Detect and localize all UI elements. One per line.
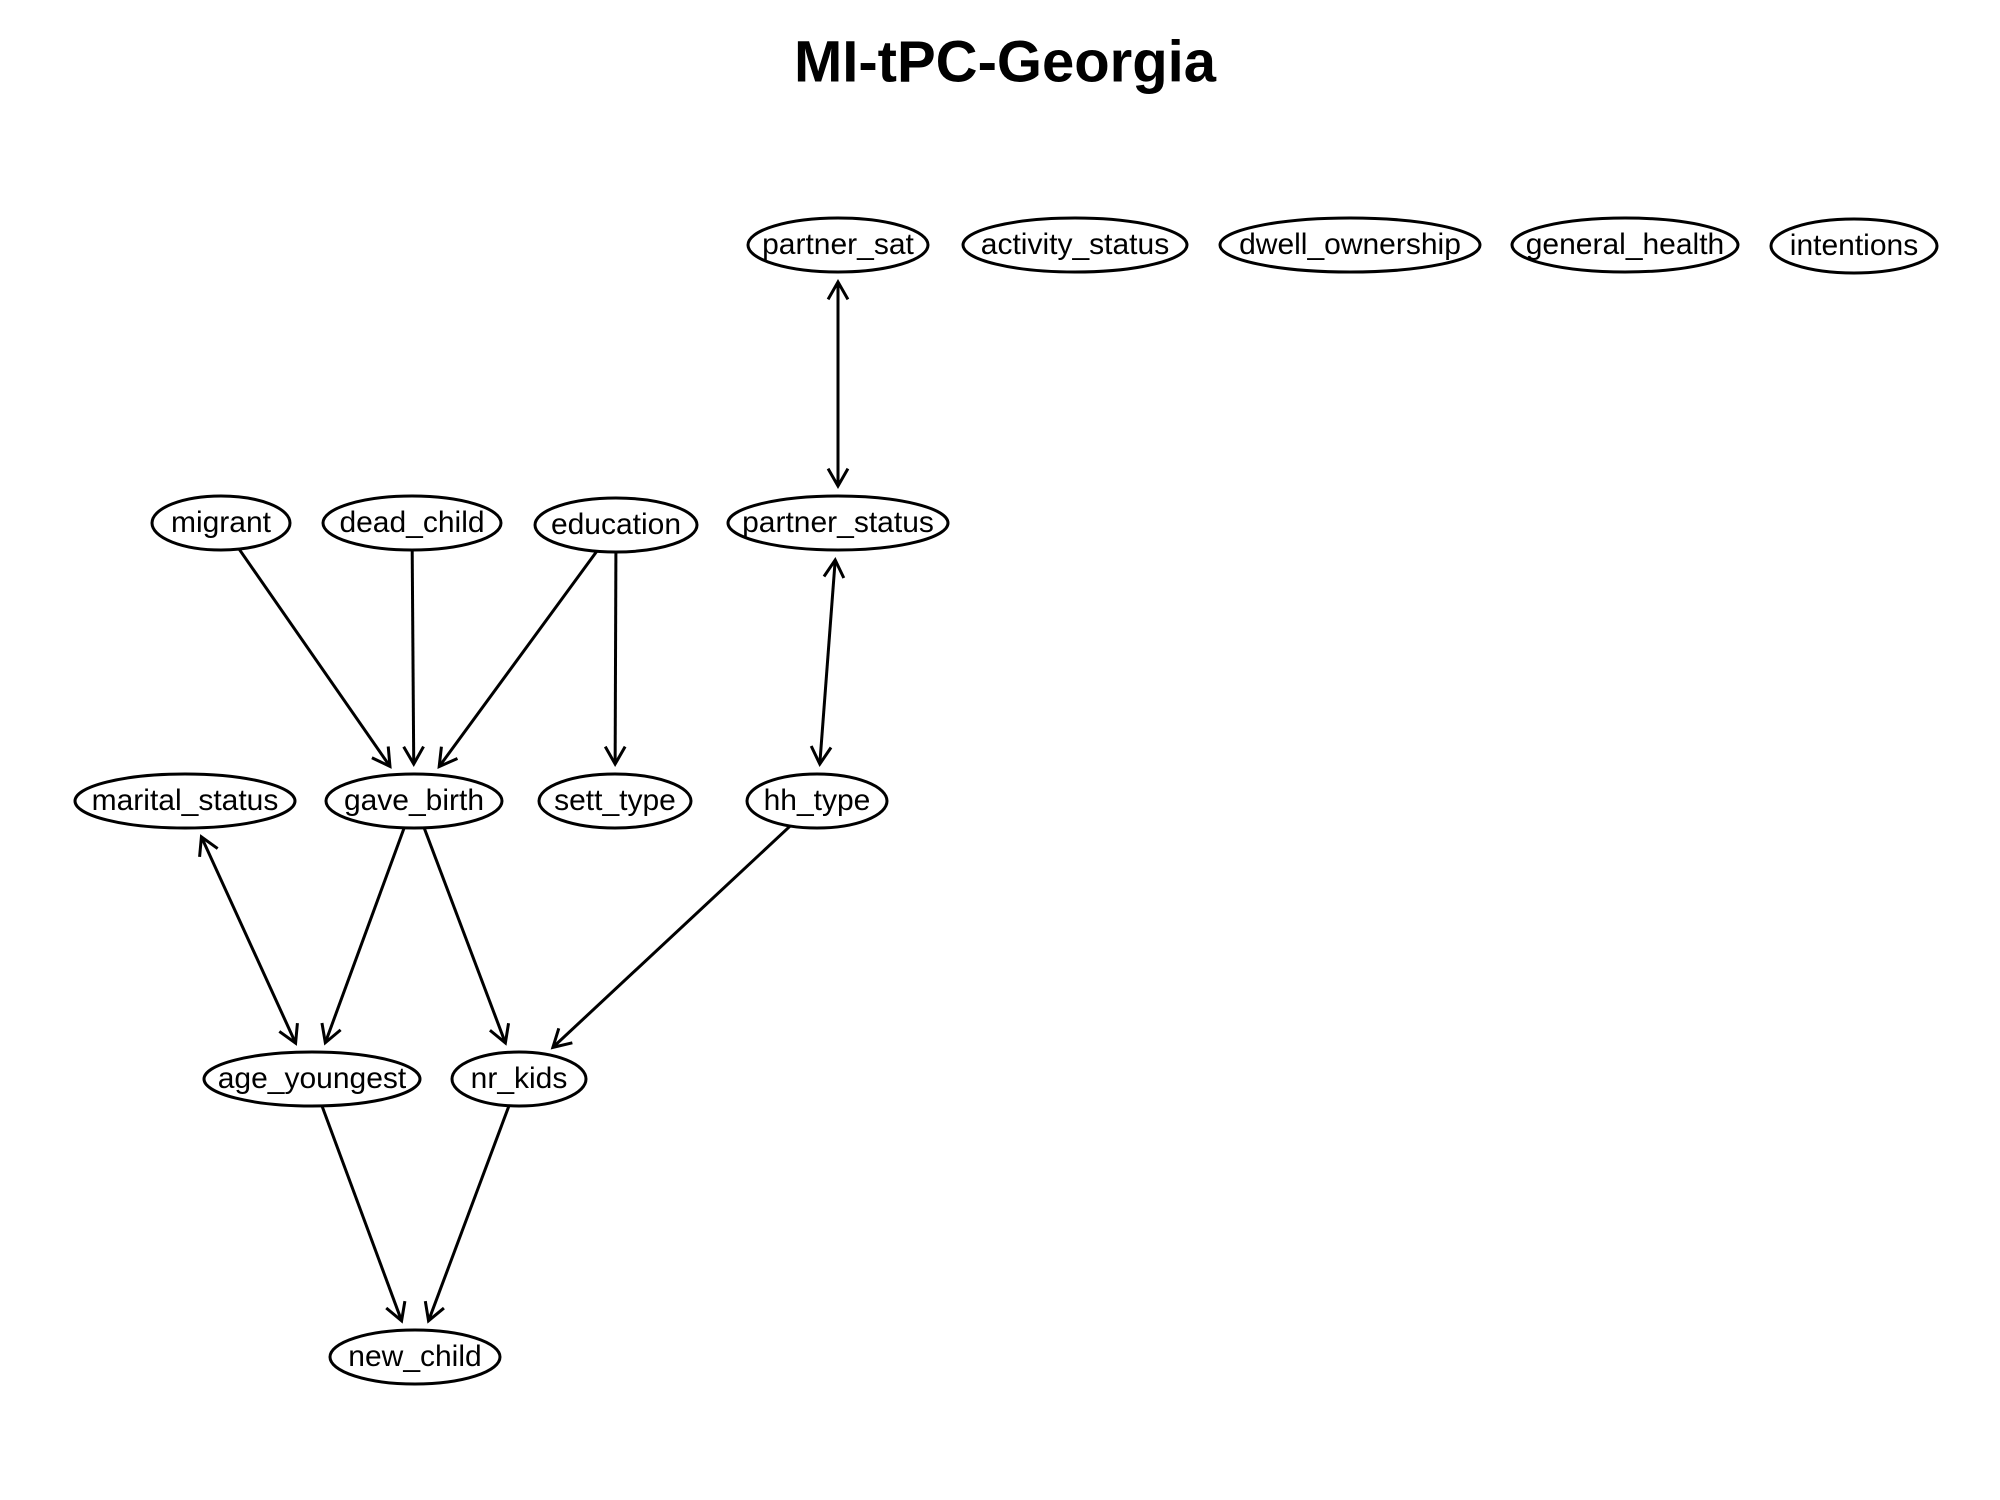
edge-dead-child-to-gave-birth [402, 549, 425, 768]
edge-migrant-to-gave-birth [237, 548, 392, 769]
node-migrant: migrant [150, 494, 292, 552]
edge-age-youngest-to-new-child [320, 1105, 407, 1324]
node-age-youngest: age_youngest [202, 1050, 422, 1108]
node-sett-type-label: sett_type [554, 784, 676, 817]
node-education: education [533, 496, 699, 554]
edge-marital-status-to-age-youngest-arrowhead-reverse [198, 834, 219, 857]
edge-education-to-gave-birth-line [437, 550, 599, 768]
node-nr-kids: nr_kids [450, 1050, 588, 1108]
edge-partner-sat-to-partner-status-arrowhead-reverse [826, 278, 850, 301]
edge-migrant-to-gave-birth-line [237, 548, 392, 768]
node-intentions-ellipse [1769, 217, 1939, 275]
edge-partner-status-to-hh-type-arrowhead-reverse [822, 556, 846, 579]
edges-layer [198, 278, 850, 1324]
node-dead-child: dead_child [321, 494, 503, 552]
node-activity-status-label: activity_status [981, 228, 1169, 261]
node-gave-birth-label: gave_birth [344, 784, 484, 817]
node-sett-type-ellipse [537, 772, 693, 830]
node-dwell-ownership-label: dwell_ownership [1239, 228, 1461, 261]
node-dead-child-label: dead_child [339, 506, 484, 539]
node-hh-type: hh_type [745, 772, 889, 830]
edge-education-to-sett-type-line [613, 551, 618, 765]
edge-hh-type-to-nr-kids-arrowhead [550, 1027, 573, 1050]
node-dwell-ownership-ellipse [1218, 216, 1482, 274]
edge-education-to-sett-type [603, 551, 627, 768]
node-partner-status-label: partner_status [742, 506, 934, 539]
edge-partner-sat-to-partner-status [826, 278, 850, 490]
node-migrant-ellipse [150, 494, 292, 552]
edge-gave-birth-to-nr-kids [422, 827, 511, 1046]
node-age-youngest-ellipse [202, 1050, 422, 1108]
edge-partner-status-to-hh-type [809, 556, 846, 768]
edge-partner-status-to-hh-type-line [818, 559, 837, 765]
edge-gave-birth-to-nr-kids-line [422, 827, 507, 1044]
edge-nr-kids-to-new-child-line [427, 1105, 511, 1322]
node-gave-birth-ellipse [324, 772, 504, 830]
node-partner-sat-ellipse [746, 216, 930, 274]
edge-gave-birth-to-age-youngest [320, 827, 406, 1046]
edge-dead-child-to-gave-birth-arrowhead [402, 745, 425, 768]
edge-hh-type-to-nr-kids-line [551, 824, 792, 1049]
node-general-health-label: general_health [1526, 228, 1725, 261]
node-activity-status: activity_status [961, 216, 1189, 274]
node-partner-status: partner_status [726, 494, 950, 552]
node-dwell-ownership: dwell_ownership [1218, 216, 1482, 274]
node-partner-sat: partner_sat [746, 216, 930, 274]
node-hh-type-label: hh_type [764, 784, 871, 817]
edge-gave-birth-to-nr-kids-arrowhead [489, 1022, 511, 1046]
node-dead-child-ellipse [321, 494, 503, 552]
edge-age-youngest-to-new-child-line [320, 1105, 403, 1322]
edge-marital-status-to-age-youngest [198, 834, 299, 1046]
edge-education-to-gave-birth-arrowhead [437, 746, 459, 770]
edge-age-youngest-to-new-child-arrowhead [385, 1300, 407, 1324]
node-marital-status-label: marital_status [92, 784, 279, 817]
node-nr-kids-ellipse [450, 1050, 588, 1108]
edge-nr-kids-to-new-child [423, 1105, 511, 1324]
node-partner-status-ellipse [726, 494, 950, 552]
node-new-child-label: new_child [348, 1340, 481, 1373]
node-hh-type-ellipse [745, 772, 889, 830]
edge-marital-status-to-age-youngest-line [200, 836, 297, 1044]
node-education-ellipse [533, 496, 699, 554]
node-general-health: general_health [1510, 216, 1740, 274]
edge-marital-status-to-age-youngest-arrowhead [278, 1023, 299, 1046]
edge-dead-child-to-gave-birth-line [410, 549, 416, 765]
node-general-health-ellipse [1510, 216, 1740, 274]
node-intentions-label: intentions [1790, 229, 1918, 262]
node-marital-status-ellipse [73, 772, 297, 830]
edge-gave-birth-to-age-youngest-arrowhead [320, 1022, 342, 1046]
edge-education-to-sett-type-arrowhead [603, 745, 627, 768]
node-marital-status: marital_status [73, 772, 297, 830]
node-new-child: new_child [328, 1328, 502, 1386]
edge-migrant-to-gave-birth-arrowhead [371, 746, 392, 769]
node-education-label: education [551, 508, 681, 541]
node-nr-kids-label: nr_kids [471, 1062, 568, 1095]
node-partner-sat-label: partner_sat [762, 228, 914, 261]
node-sett-type: sett_type [537, 772, 693, 830]
node-gave-birth: gave_birth [324, 772, 504, 830]
node-migrant-label: migrant [171, 506, 272, 539]
edge-nr-kids-to-new-child-arrowhead [423, 1300, 445, 1324]
edge-education-to-gave-birth [437, 550, 599, 770]
edge-hh-type-to-nr-kids [550, 824, 792, 1050]
edge-gave-birth-to-age-youngest-line [323, 827, 406, 1044]
edge-partner-sat-to-partner-status-arrowhead [826, 467, 850, 490]
node-new-child-ellipse [328, 1328, 502, 1386]
diagram-title: MI-tPC-Georgia [794, 29, 1217, 94]
node-intentions: intentions [1769, 217, 1939, 275]
nodes-layer: partner_sat activity_status dwell_ownershi… [73, 216, 1939, 1386]
node-activity-status-ellipse [961, 216, 1189, 274]
edge-partner-status-to-hh-type-arrowhead [809, 745, 833, 768]
node-age-youngest-label: age_youngest [218, 1062, 407, 1095]
